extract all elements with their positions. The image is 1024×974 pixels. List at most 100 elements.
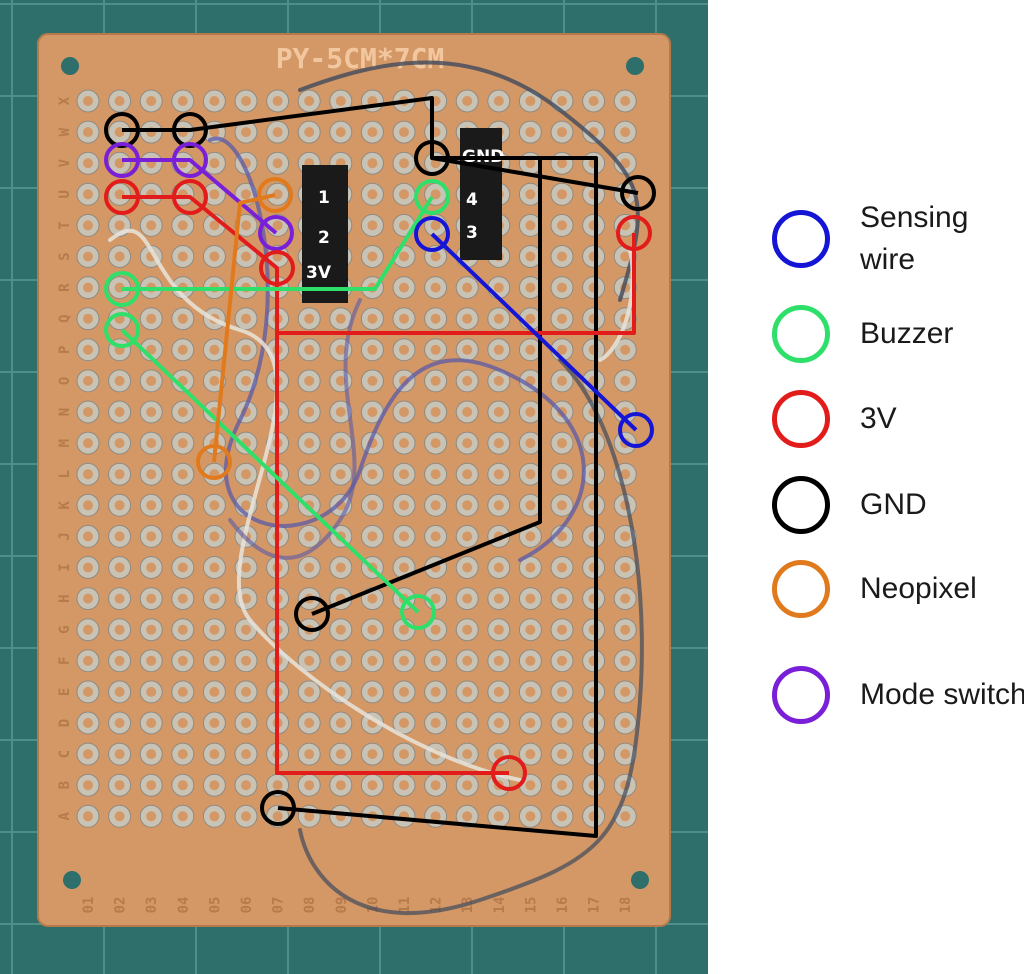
pad-hole bbox=[493, 500, 504, 511]
pad-hole bbox=[525, 96, 536, 106]
pad-hole bbox=[620, 811, 631, 822]
pad-hole bbox=[114, 718, 125, 728]
legend-item-sensing-wire: Sensing wire bbox=[772, 197, 1024, 281]
pad-hole bbox=[209, 127, 220, 138]
pad-hole bbox=[272, 96, 283, 106]
pad-hole bbox=[304, 344, 315, 355]
pad-hole bbox=[430, 718, 441, 728]
pad-hole bbox=[304, 375, 315, 386]
pad-hole bbox=[83, 220, 93, 231]
pad-hole bbox=[493, 375, 504, 386]
legend: Sensing wire Buzzer 3V GND Neopixel Mode… bbox=[708, 0, 1024, 974]
row-label: S bbox=[57, 252, 73, 260]
column-label: 16 bbox=[555, 897, 571, 914]
pad-hole bbox=[493, 562, 504, 573]
pad-hole bbox=[114, 811, 125, 822]
pad-hole bbox=[525, 811, 536, 822]
pad-hole bbox=[462, 780, 473, 791]
pad-hole bbox=[83, 282, 93, 293]
pad-hole bbox=[209, 344, 220, 355]
pad-hole bbox=[430, 344, 441, 355]
row-label: E bbox=[57, 688, 73, 696]
pad-hole bbox=[83, 407, 93, 417]
pad-hole bbox=[620, 718, 631, 728]
pad-hole bbox=[335, 438, 346, 449]
pad-hole bbox=[304, 531, 315, 542]
pad-hole bbox=[430, 313, 441, 324]
pad-hole bbox=[209, 811, 220, 822]
pad-hole bbox=[557, 749, 567, 760]
column-label: 03 bbox=[144, 897, 160, 914]
pad-hole bbox=[557, 531, 567, 542]
pad-hole bbox=[304, 313, 315, 324]
mounting-hole bbox=[63, 871, 81, 889]
pad-hole bbox=[83, 251, 93, 262]
pad-hole bbox=[146, 469, 157, 480]
row-label: T bbox=[57, 221, 73, 229]
pad-hole bbox=[367, 189, 378, 200]
pad-hole bbox=[557, 344, 567, 355]
pad-hole bbox=[557, 655, 567, 666]
column-label: 18 bbox=[618, 897, 634, 914]
pad-hole bbox=[367, 407, 378, 417]
pad-hole bbox=[177, 500, 188, 511]
connection-markers bbox=[104, 112, 656, 826]
pad-hole bbox=[83, 593, 93, 604]
pad-hole bbox=[114, 96, 125, 106]
pad-hole bbox=[367, 313, 378, 324]
pad-hole bbox=[241, 344, 251, 355]
pad-hole bbox=[399, 562, 409, 573]
pad-hole bbox=[525, 189, 536, 200]
physical-wires bbox=[108, 60, 644, 915]
pad-hole bbox=[462, 375, 473, 386]
row-label: G bbox=[57, 625, 73, 633]
pad-hole bbox=[399, 282, 409, 293]
row-label: J bbox=[57, 532, 73, 540]
pad-hole bbox=[146, 407, 157, 417]
pad-hole bbox=[557, 220, 567, 231]
mounting-hole bbox=[626, 57, 644, 75]
pad-hole bbox=[304, 718, 315, 728]
pad-hole bbox=[177, 251, 188, 262]
pad-hole bbox=[335, 344, 346, 355]
pad-hole bbox=[525, 407, 536, 417]
pad-hole bbox=[430, 531, 441, 542]
pad-hole bbox=[83, 500, 93, 511]
pad-hole bbox=[588, 96, 599, 106]
pad-hole bbox=[367, 220, 378, 231]
pad-hole bbox=[177, 811, 188, 822]
row-label: L bbox=[57, 470, 73, 478]
column-label: 09 bbox=[334, 897, 350, 914]
pad-hole bbox=[399, 686, 409, 697]
pad-hole bbox=[241, 655, 251, 666]
pad-hole bbox=[557, 593, 567, 604]
pad-hole bbox=[525, 593, 536, 604]
column-label: 11 bbox=[397, 897, 413, 914]
pad-hole bbox=[462, 282, 473, 293]
pad-hole bbox=[241, 127, 251, 138]
pad-hole bbox=[177, 749, 188, 760]
connection-overlay bbox=[120, 96, 639, 838]
pad-hole bbox=[114, 562, 125, 573]
pad-hole bbox=[430, 189, 441, 200]
pad-hole bbox=[335, 469, 346, 480]
legend-swatch bbox=[772, 476, 830, 534]
row-label: B bbox=[57, 781, 73, 789]
neopixel-marker bbox=[257, 177, 293, 213]
row-label: M bbox=[57, 439, 73, 447]
sensing-wire-marker bbox=[414, 216, 450, 252]
pad-hole bbox=[462, 344, 473, 355]
pad-hole bbox=[146, 655, 157, 666]
pad-hole bbox=[525, 438, 536, 449]
buzzer-marker bbox=[104, 271, 140, 307]
pad-hole bbox=[367, 375, 378, 386]
column-label: 01 bbox=[81, 897, 97, 914]
pad-hole bbox=[557, 562, 567, 573]
pad-hole bbox=[525, 531, 536, 542]
column-label: 05 bbox=[207, 897, 223, 914]
pad-hole bbox=[430, 251, 441, 262]
pad-hole bbox=[241, 624, 251, 635]
solder-pads bbox=[76, 89, 637, 828]
legend-swatch bbox=[772, 305, 830, 363]
pad-hole bbox=[114, 407, 125, 417]
